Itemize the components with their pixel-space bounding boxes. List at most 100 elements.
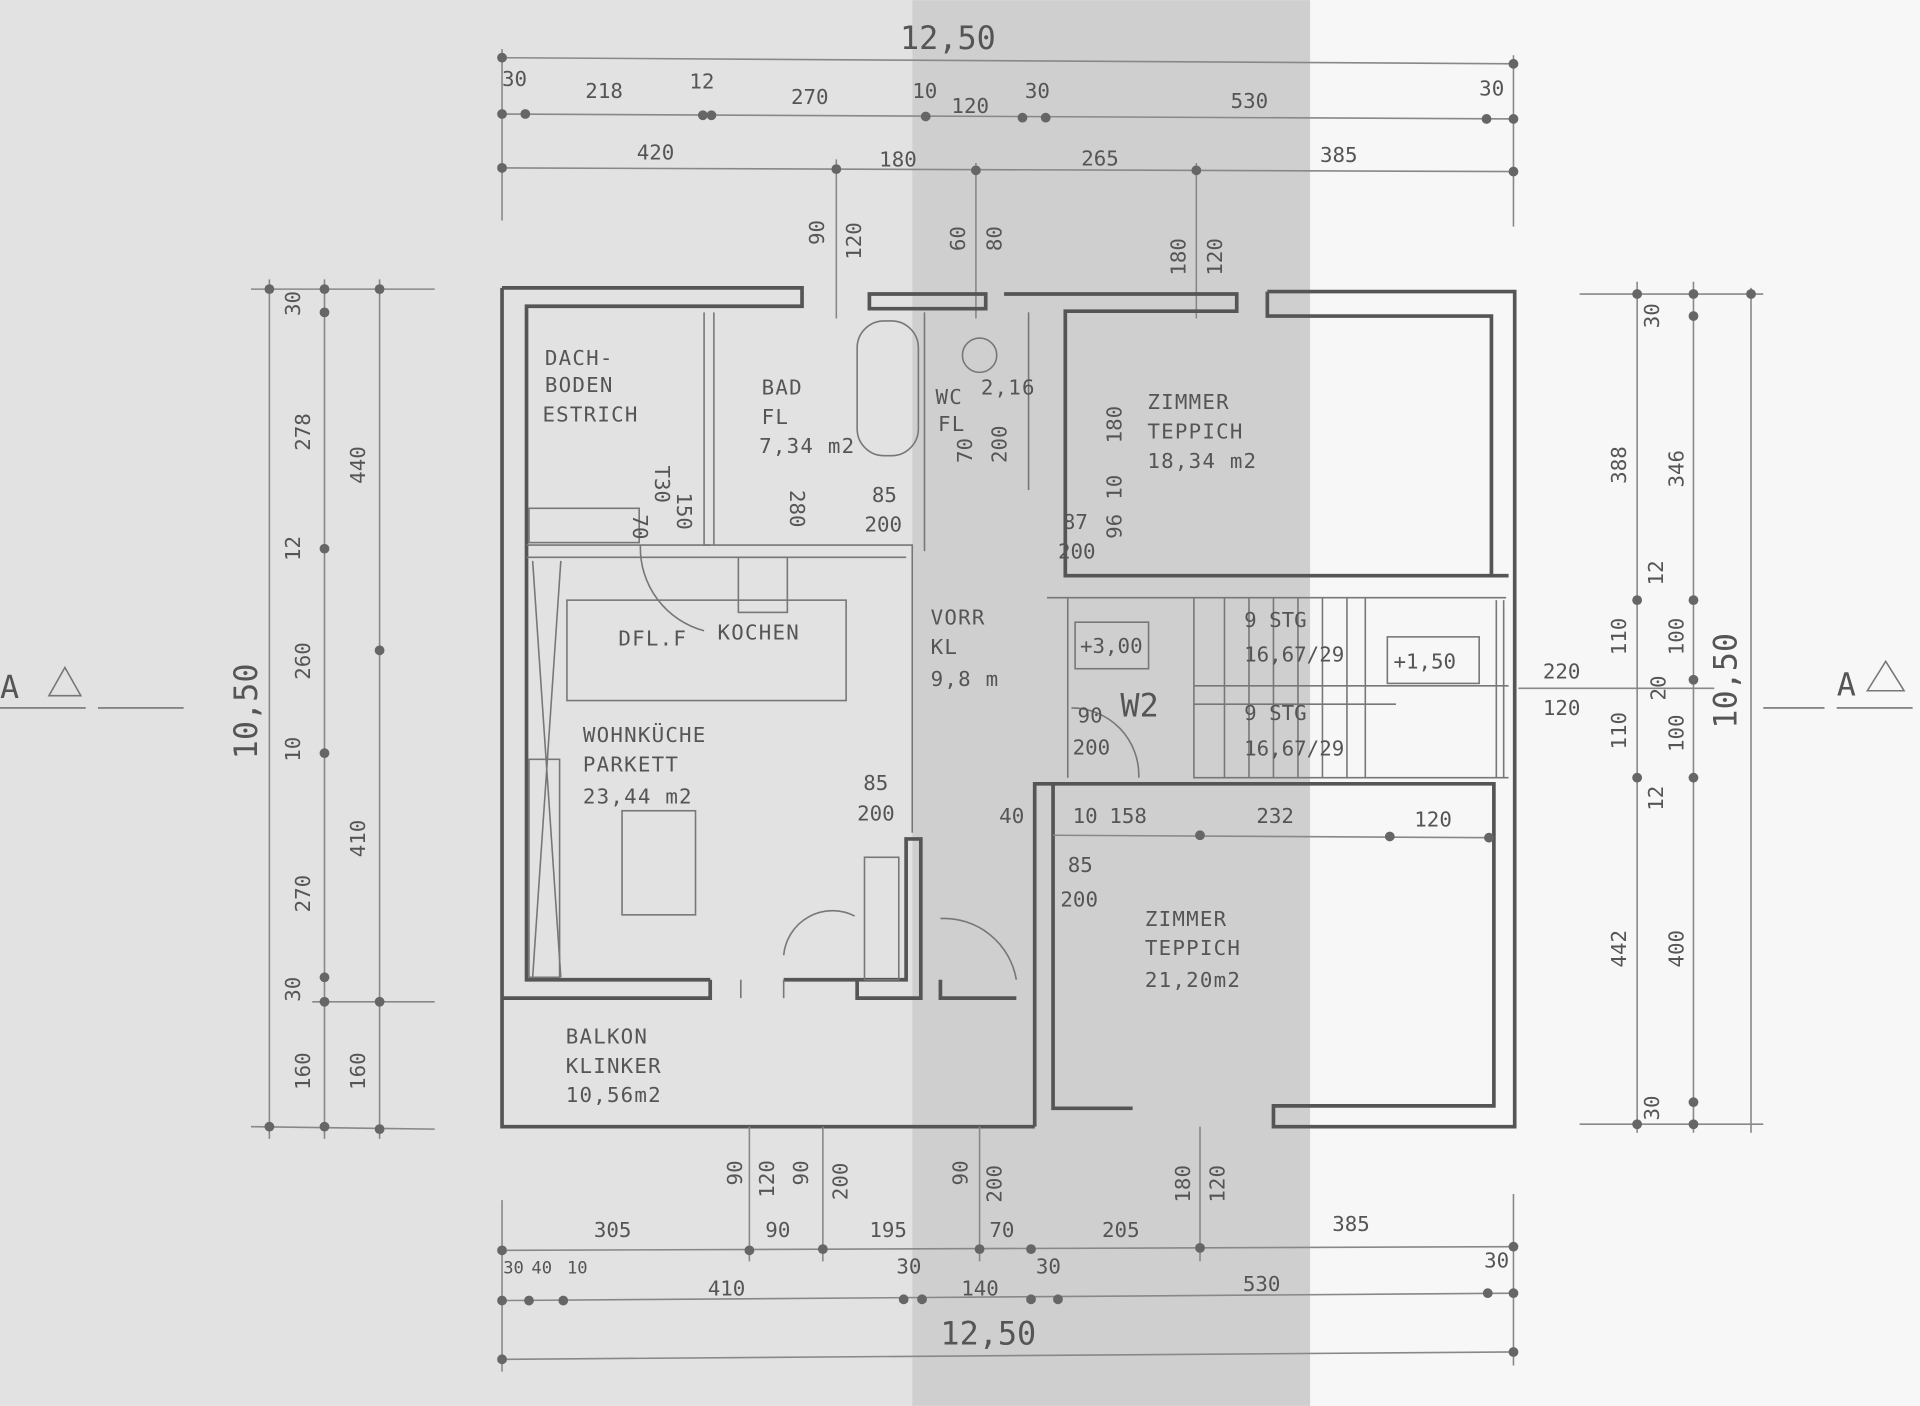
dim-label: 180 [879,148,917,172]
dim-label: 420 [637,140,675,164]
dim-label: 70 [989,1218,1014,1242]
interior-dimensions: T30 70 150 280 85 200 70 200 180 10 96 8… [628,406,1494,911]
dim-label: 12 [1644,786,1668,811]
dim-label: 85 [863,771,888,795]
dim-label: 12 [1644,560,1668,585]
level-300: +3,00 [1080,634,1143,658]
dim-label: 120 [755,1160,779,1198]
dim-label: 530 [1231,89,1269,113]
dim-label: 160 [346,1052,370,1090]
paper-right [1310,0,1920,1406]
dim-label: 110 [1607,618,1631,656]
dim-label: 400 [1665,930,1689,968]
dim-label: 30 [1640,303,1664,328]
dim-label: 96 [1103,514,1127,539]
dim-label: 80 [983,226,1007,251]
dim-label: 30 [1640,1096,1664,1121]
dim-label: 10 [567,1259,588,1279]
walls [500,286,1517,1129]
dim-label: 110 [1607,712,1631,750]
room-wohnkueche-area: 23,44 m2 [583,784,693,808]
room-zimmer1-name: ZIMMER [1147,390,1229,414]
room-dachboden-label: BODEN [545,373,614,397]
dim-label: 200 [857,802,895,826]
w2-label: W2 [1120,686,1158,724]
dim-label: 180 [1171,1165,1195,1203]
dim-label: 220 [1543,660,1581,684]
dim-label: 90 [805,220,829,245]
section-triangle-right-icon [1865,659,1906,692]
dim-label: 278 [291,413,315,451]
dflf-label: DFL.F [618,626,687,650]
dim-label: 12 [281,536,305,561]
dim-label: 87 [1063,510,1088,534]
dim-label: 260 [291,642,315,680]
overall-width-bottom: 12,50 [940,1315,1036,1353]
dim-label: 140 [961,1277,999,1301]
paper-left [0,0,913,1406]
stair-upper-steps: 9 STG [1244,608,1307,632]
dim-label: 90 [723,1160,747,1185]
dim-label: 180 [1103,406,1127,444]
dim-label: 10 [1073,804,1098,828]
dim-label: 100 [1665,618,1689,656]
room-zimmer2-area: 21,20m2 [1145,968,1241,992]
level-150: +1,50 [1393,650,1456,674]
dim-label: 10 [281,737,305,762]
room-zimmer1-area: 18,34 m2 [1147,449,1257,473]
dim-label: 410 [708,1277,746,1301]
dim-label: 160 [291,1052,315,1090]
left-dimensions: 10,50 30 278 12 260 10 270 30 160 440 41… [0,279,435,1139]
dim-label: 10 [912,79,937,103]
overall-width-top: 12,50 [900,19,996,57]
room-balkon-name: BALKON [566,1024,648,1048]
dim-label: 100 [1665,714,1689,752]
dim-label: 85 [1068,853,1093,877]
section-triangle-left-icon [47,665,83,697]
dim-label: 30 [1479,77,1504,101]
dim-label: 30 [1484,1248,1509,1272]
dim-label: 218 [585,79,623,103]
dim-label: 346 [1665,450,1689,488]
stair-lower-ratio: 16,67/29 [1244,737,1344,761]
overall-height-left: 10,50 [227,664,265,760]
dim-label: 410 [346,820,370,858]
room-bad-area: 7,34 m2 [759,434,855,458]
dim-label: 20 [1646,676,1670,701]
section-mark-right: A [1837,666,1856,704]
dim-label: 40 [531,1259,552,1279]
dim-label: 200 [864,513,902,537]
dim-label: 30 [896,1255,921,1279]
dim-label: 30 [1036,1255,1061,1279]
dim-label: 30 [503,1259,524,1279]
room-labels: DACH- BODEN ESTRICH BAD FL 7,34 m2 WC 2,… [542,346,1456,1107]
dim-label: 30 [1025,79,1050,103]
room-dachboden-label: ESTRICH [542,402,638,426]
dim-label: T30 [650,465,674,503]
dim-label: 205 [1102,1218,1140,1242]
dim-label: 30 [281,291,305,316]
dim-label: 200 [1058,540,1096,564]
room-wohnkueche-name: WOHNKÜCHE [583,722,707,747]
stair-upper-ratio: 16,67/29 [1244,642,1344,666]
dim-label: 90 [789,1160,813,1185]
dim-label: 70 [628,514,652,539]
dim-label: 120 [842,222,866,260]
dim-label: 180 [1166,238,1190,276]
dim-label: 12 [689,69,714,93]
dim-label: 120 [1203,238,1227,276]
dim-label: 120 [1205,1165,1229,1203]
dim-label: 265 [1081,146,1119,170]
dim-label: 10 [1103,475,1127,500]
room-vorraum-floor: KL [931,635,959,659]
dim-label: 200 [983,1165,1007,1203]
dim-label: 232 [1256,804,1294,828]
dim-label: 200 [988,425,1012,463]
dim-label: 280 [785,490,809,528]
dim-label: 195 [869,1218,907,1242]
dim-label: 200 [1073,735,1111,759]
overall-height-right: 10,50 [1706,633,1744,729]
dim-label: 270 [791,85,829,109]
dim-label: 388 [1607,446,1631,484]
dim-label: 120 [951,94,989,118]
